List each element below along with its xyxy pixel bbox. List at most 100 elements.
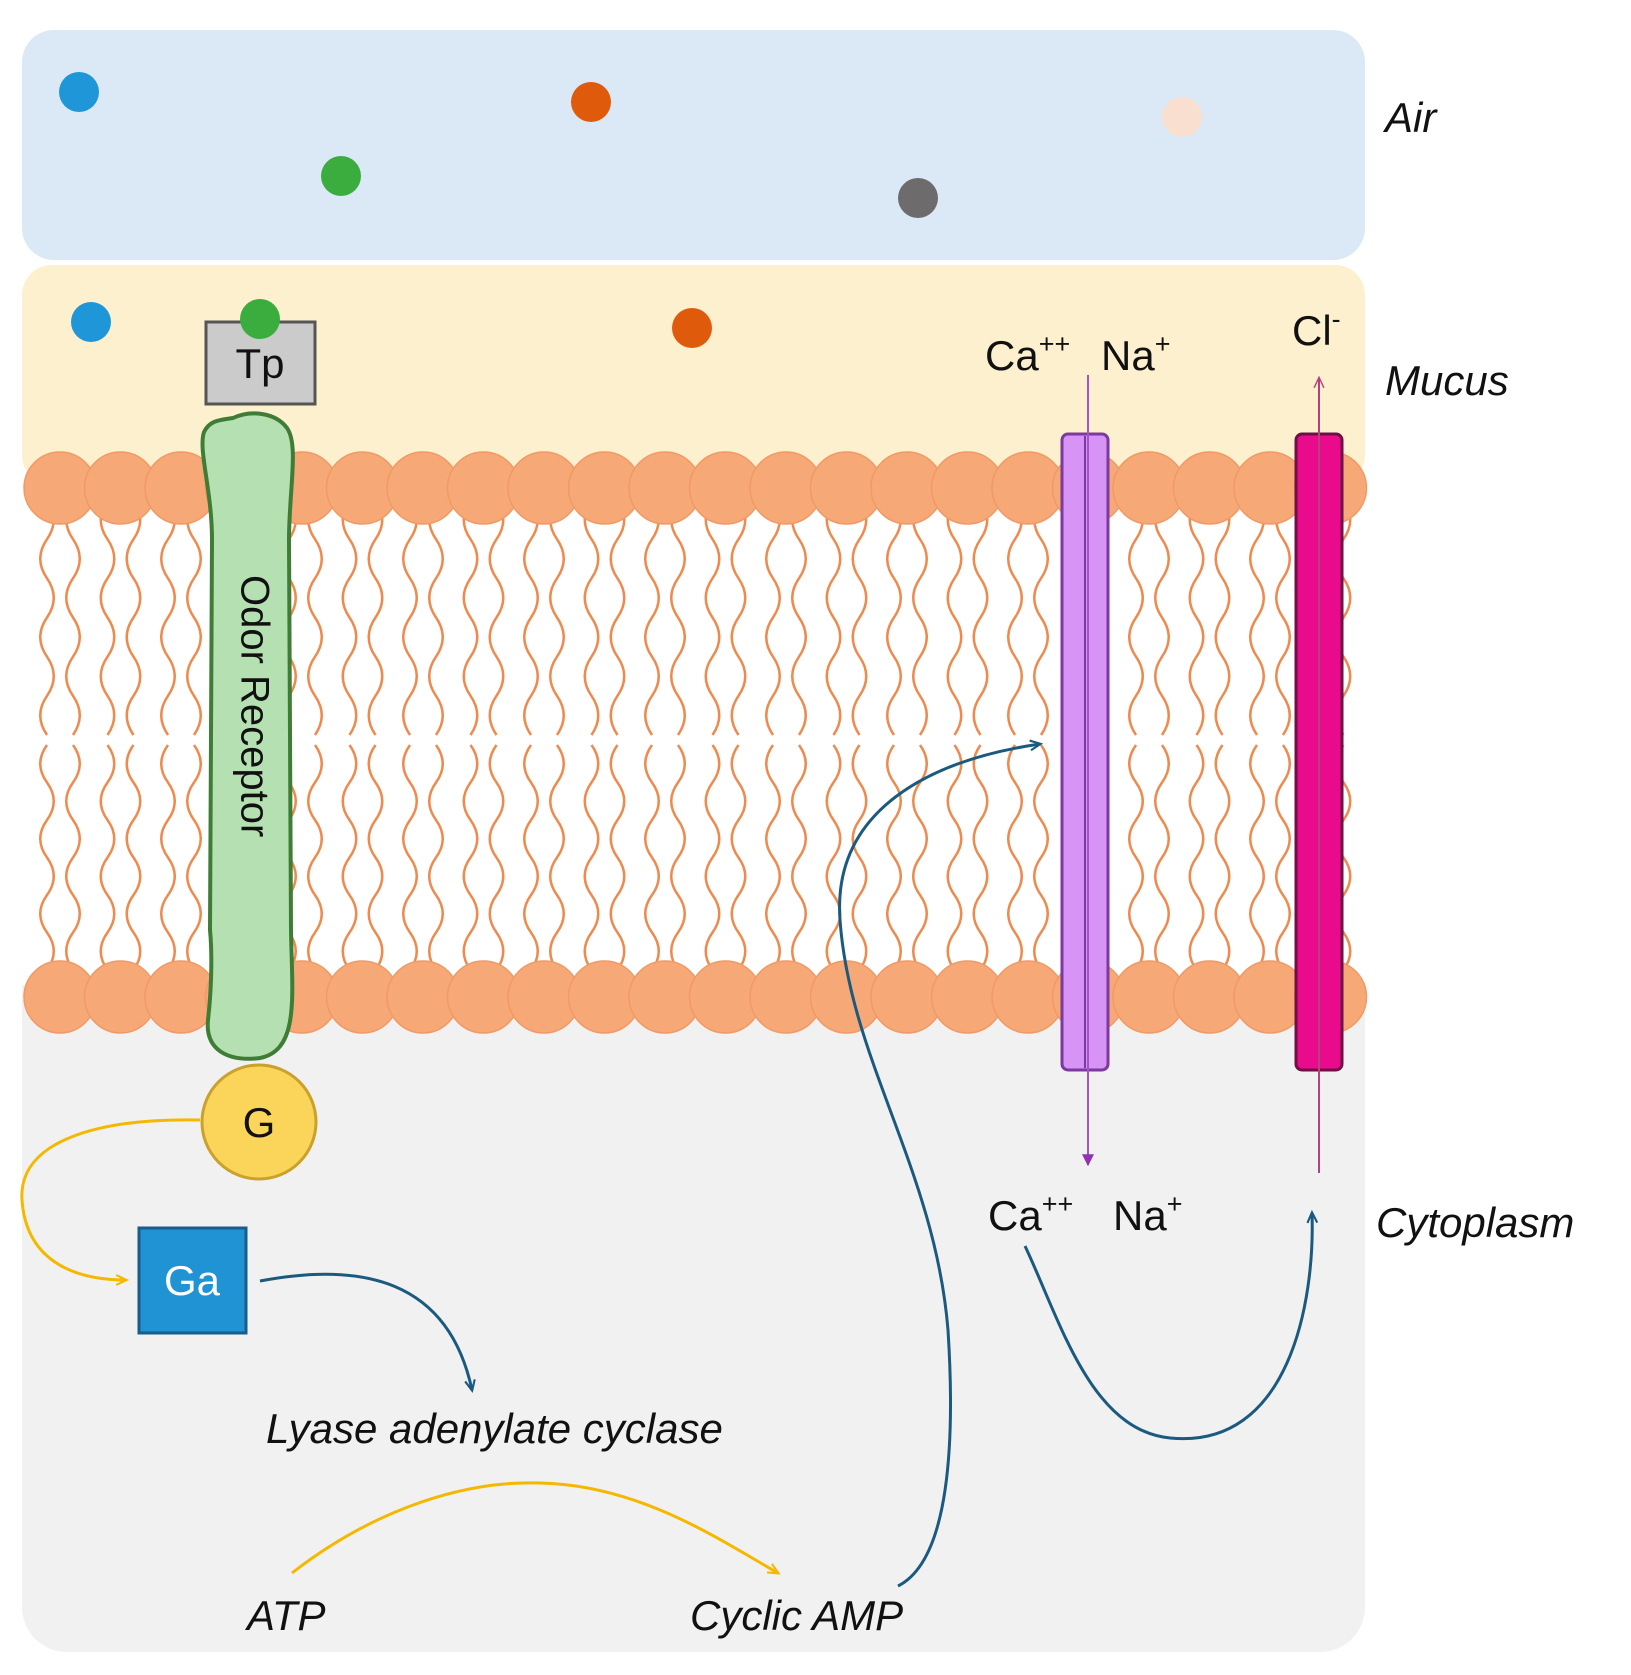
lipid-tail (791, 499, 807, 736)
cl-outside-label: Cl- (1292, 304, 1341, 354)
cytoplasm-label: Cytoplasm (1376, 1199, 1574, 1246)
lipid-tail (1033, 499, 1049, 736)
lipid-tail (583, 499, 600, 736)
odorant-orange (672, 308, 712, 348)
lipid-tail (972, 499, 989, 736)
lipid-tail (912, 499, 928, 736)
signal-cascade: Ga Lyase adenylate cyclase ATP Cyclic AM… (20, 744, 1312, 1639)
lipid-tail (65, 499, 81, 736)
lipid-tail (549, 744, 565, 971)
lipid-tail (704, 744, 721, 971)
mucus-odorants (71, 302, 712, 348)
lipid-tail (1188, 499, 1205, 736)
lipid-tail (99, 499, 116, 736)
lipid-tail (946, 744, 963, 971)
odorant-gray (898, 178, 938, 218)
air-label: Air (1382, 94, 1438, 141)
lipid-tail (825, 744, 842, 971)
lipid-tail (609, 499, 626, 736)
lipid-bilayer (22, 451, 1368, 1034)
lipid-tail (402, 499, 418, 736)
ca-inside-label: Ca++ (988, 1189, 1073, 1239)
lipid-tail (1033, 744, 1049, 971)
lipid-tail (1128, 499, 1144, 736)
lipid-tail (1214, 744, 1231, 971)
lipid-tail (946, 499, 963, 736)
lipid-tail (160, 744, 176, 971)
lipid-tail (609, 744, 626, 971)
lipid-tail (462, 499, 479, 736)
na-outside-label: Na+ (1101, 329, 1170, 379)
lipid-tail (1154, 744, 1170, 971)
ga-to-enzyme-arrow (259, 1272, 472, 1390)
enzyme-label: Lyase adenylate cyclase (266, 1405, 723, 1452)
lipid-tail (307, 744, 323, 971)
lipid-tail (125, 499, 142, 736)
odorant-green (321, 156, 361, 196)
odorant-orange (571, 82, 611, 122)
lipid-tail (549, 499, 565, 736)
lipid-tail (341, 744, 358, 971)
lipid-tail (851, 744, 868, 971)
lipid-tail (1275, 744, 1291, 971)
lipid-tail (523, 744, 539, 971)
lipid-tail (307, 499, 323, 736)
lipid-tail (1275, 499, 1291, 736)
lipid-tail (886, 744, 902, 971)
lipid-tail (65, 744, 81, 971)
cytoplasm-region (22, 935, 1365, 1652)
lipid-tail (428, 744, 444, 971)
lipid-tail (704, 499, 721, 736)
g-protein (200, 1063, 318, 1181)
lipid-tail (367, 744, 384, 971)
lipid-tail (39, 499, 55, 736)
lipid-tail (1214, 499, 1231, 736)
g-to-ga-arrow (20, 1118, 201, 1280)
ca-outside-label: Ca++ (985, 329, 1070, 379)
lipid-tail (886, 499, 902, 736)
atp-label: ATP (244, 1592, 326, 1639)
calcium-to-chloride-arrow (1023, 1213, 1312, 1441)
lipid-tail (1249, 499, 1265, 736)
lipid-tail (402, 744, 418, 971)
lipid-tail (851, 499, 868, 736)
lipid-tail (791, 744, 807, 971)
lipid-tail (125, 744, 142, 971)
lipid-tail (488, 744, 505, 971)
lipid-tail (523, 499, 539, 736)
odor-receptor: Odor Receptor Tp G (200, 299, 318, 1181)
lipid-tail (670, 744, 686, 971)
lipid-tail (39, 744, 55, 971)
atp-to-camp-arrow (291, 1481, 778, 1573)
lipid-tail (488, 499, 505, 736)
ga-label: Ga (164, 1257, 221, 1304)
ga-box (137, 1226, 248, 1335)
lipid-tail (1007, 499, 1023, 736)
g-protein-label: G (243, 1099, 276, 1146)
lipid-tail (1128, 744, 1144, 971)
receptor-label: Odor Receptor (232, 575, 276, 837)
lipid-tail (644, 744, 660, 971)
na-inside-label: Na+ (1113, 1189, 1182, 1239)
phospholipid-heads-outer (23, 451, 1368, 525)
lipid-tail (765, 499, 781, 736)
lipid-tail (186, 744, 202, 971)
air-odorants (59, 72, 1202, 218)
lipid-tail (367, 499, 384, 736)
odorant-peach (1162, 97, 1202, 137)
lipid-tail (1154, 499, 1170, 736)
bound-odorant-green (240, 299, 280, 339)
cation-channel (1060, 375, 1110, 1167)
lipid-tail (341, 499, 358, 736)
lipid-tail (730, 744, 747, 971)
camp-label: Cyclic AMP (690, 1592, 903, 1639)
odorant-blue (71, 302, 111, 342)
tp-label: Tp (235, 340, 284, 387)
lipid-tail (670, 499, 686, 736)
lipid-tail (583, 744, 600, 971)
mucus-label: Mucus (1385, 357, 1509, 404)
chloride-channel (1294, 375, 1344, 1173)
lipid-tail (428, 499, 444, 736)
camp-to-channel-arrow (838, 744, 1040, 1588)
